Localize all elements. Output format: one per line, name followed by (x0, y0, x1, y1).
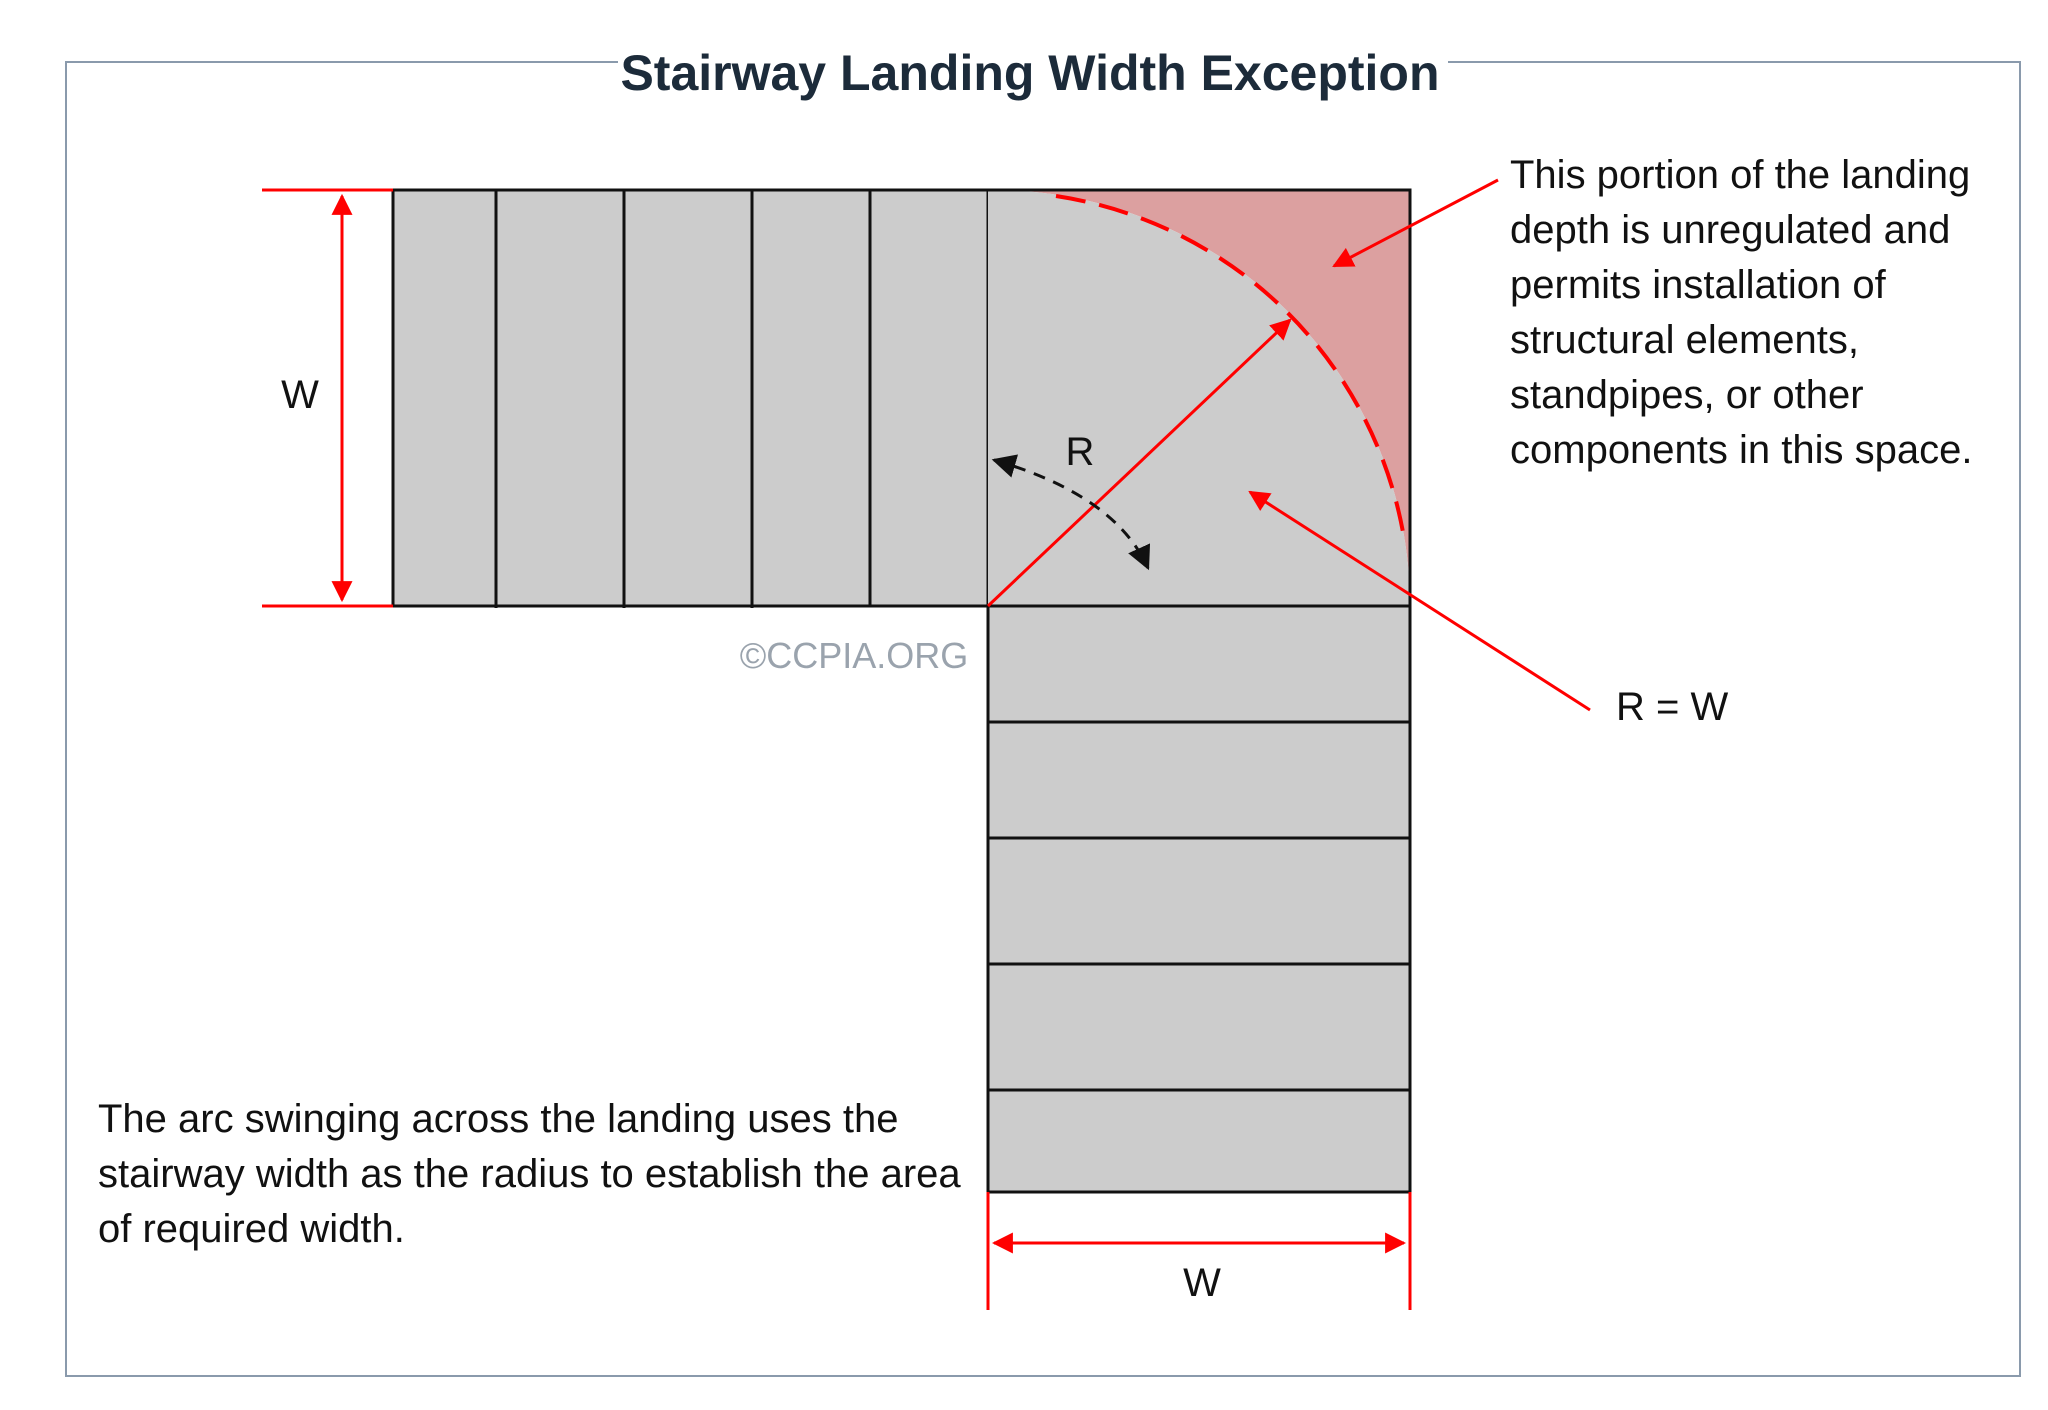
watermark: ©CCPIA.ORG (740, 635, 969, 676)
unregulated-corner-area (988, 189, 1410, 606)
bottom-width-label: W (1183, 1261, 1221, 1305)
left-width-label: W (281, 373, 319, 417)
arc-explanation-callout: The arc swinging across the landing uses… (98, 1097, 972, 1251)
callout-line: structural elements, (1510, 318, 1859, 362)
callout-line: depth is unregulated and (1510, 208, 1950, 252)
callout-line: stairway width as the radius to establis… (98, 1152, 961, 1196)
frame-border (65, 61, 2021, 1377)
callout-line: permits installation of (1510, 263, 1887, 307)
callout-line: This portion of the landing (1510, 153, 1970, 197)
callout-line: standpipes, or other (1510, 373, 1864, 417)
diagram-title: Stairway Landing Width Exception (620, 45, 1439, 101)
callout-line: The arc swinging across the landing uses… (98, 1097, 898, 1141)
callout-line: components in this space. (1510, 428, 1972, 472)
unregulated-callout-arrow (1332, 178, 1499, 268)
radius-equals-width-callout-arrow (1248, 490, 1591, 712)
swing-direction-arrow (991, 454, 1151, 571)
radius-label: R (1066, 430, 1095, 474)
radius-equals-width-label: R = W (1616, 685, 1728, 729)
callout-line: of required width. (98, 1207, 405, 1251)
radius-arc-dashed (1055, 194, 1406, 539)
unregulated-area-callout: This portion of the landing depth is unr… (1510, 153, 1981, 472)
lower-stair-run (986, 604, 1412, 1194)
upper-stair-run (391, 188, 990, 608)
